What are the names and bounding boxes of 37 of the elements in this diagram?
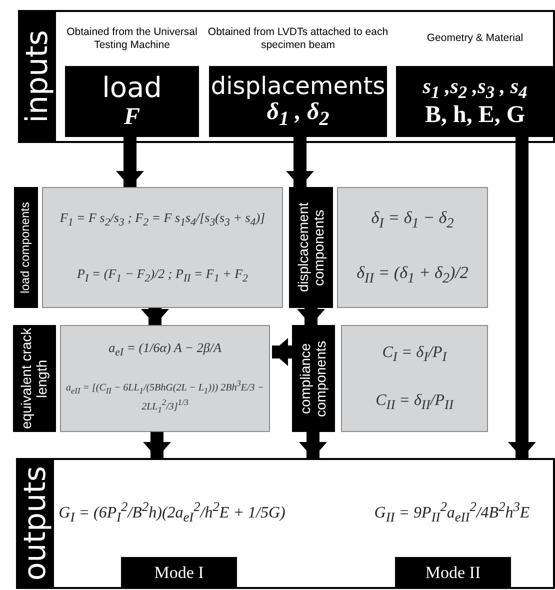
arrow [143, 432, 171, 458]
formula: C$_{II}$ = δ$_{II}$/P$_{II}$ [376, 392, 454, 414]
input-symbols: F [124, 104, 140, 130]
formula: G$_{I}$ = (6P$_{I}$$^{2}$/B$^{2}$h)(2a$_{eI}$$^{2}$/h$^{2}$E + 1/5G) [58, 498, 286, 527]
formula: P$_{I}$ = (F$_{1}$ − F$_{2}$)/2 ; P$_{II}$ = F$_{1}$ + F$_{2}$ [77, 266, 248, 285]
section-label: load components [19, 202, 33, 294]
input-label: load [102, 72, 162, 104]
arrow [286, 135, 314, 187]
source-note: Obtained from LVDTs attached to each specimen beam [206, 24, 390, 53]
mode-label: Mode I [121, 557, 237, 589]
arrow [141, 308, 169, 325]
formula: C$_{I}$ = δ$_{I}$/P$_{I}$ [382, 344, 447, 365]
source-note: Obtained from the Universal Testing Machine [66, 24, 198, 53]
section-label: outputs [18, 466, 52, 581]
input-label: displacements [210, 72, 386, 100]
arrow [299, 432, 327, 458]
arrow [272, 338, 292, 366]
output-panel [16, 458, 555, 589]
section-label: equivalent crack length [19, 326, 50, 432]
arrow [297, 308, 325, 325]
input-panel [18, 10, 555, 143]
formula: G$_{II}$ = 9P$_{II}$$^{2}$a$_{eII}$$^{2}$/4B$^{2}$h$^{3}$E [373, 498, 531, 527]
mode-label: Mode II [395, 557, 511, 589]
input-symbols: B, h, E, G [424, 102, 526, 128]
section-label: inputs [20, 30, 54, 123]
arrow [116, 135, 144, 187]
section-label: displcacement components [296, 202, 326, 294]
source-note: Geometry & Material [426, 31, 524, 46]
formula: F$_{1}$ = F s$_{2}$/s$_{3}$ ; F$_{2}$ = F s$_{1}$s$_{4}$/[s$_{3}$(s$_{3}$ + s$_{4}$)] [60, 210, 266, 230]
input-label: s$_{1}$ ,s$_{2}$ ,s$_{3}$ , s$_{4}$ [422, 74, 528, 102]
arrow [508, 135, 536, 458]
section-label: compliance components [298, 339, 329, 419]
formula: a$_{eII}$ = [(C$_{II}$ − 6LL$_{1}$/(5BhG(2L − L$_{1}$))) 2Bh$^{3}$E/3 − 2LL$_{1}$$^{2}$/3]$^{1/3}$ [65, 378, 265, 417]
formula: δ$_{II}$ = (δ$_{1}$ + δ$_{2}$)/2 [356, 263, 468, 288]
formula: δ$_{I}$ = δ$_{1}$ − δ$_{2}$ [371, 208, 454, 232]
formula: a$_{eI}$ = (1/6α) A − 2β/A [108, 340, 222, 358]
input-symbols: δ$_{1}$ , δ$_{2}$ [266, 99, 330, 130]
